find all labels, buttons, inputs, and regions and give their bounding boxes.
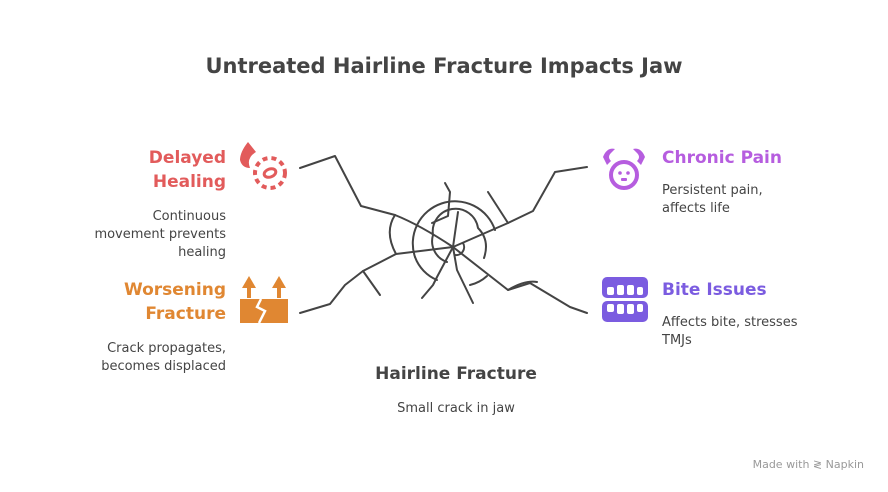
center-title: Hairline Fracture: [375, 364, 537, 384]
diagram-title: Untreated Hairline Fracture Impacts Jaw: [205, 54, 683, 78]
blood-cell-icon: [236, 140, 292, 200]
cracked-box-arrows-icon: [239, 274, 289, 328]
center-desc: Small crack in jaw: [397, 401, 515, 416]
chronic-pain-desc: Persistent pain,affects life: [662, 183, 763, 216]
teeth-icon: [602, 275, 648, 329]
napkin-watermark[interactable]: Made with ≷ Napkin: [753, 458, 864, 471]
head-pain-icon: [599, 143, 649, 197]
chronic-pain-title: Chronic Pain: [662, 148, 782, 168]
napkin-brand: Napkin: [825, 458, 864, 471]
napkin-logo-icon: ≷: [812, 458, 823, 471]
worsening-fracture-desc: Crack propagates,becomes displaced: [101, 341, 226, 374]
made-with-label: Made with: [752, 458, 810, 471]
bite-issues-title: Bite Issues: [662, 280, 767, 300]
